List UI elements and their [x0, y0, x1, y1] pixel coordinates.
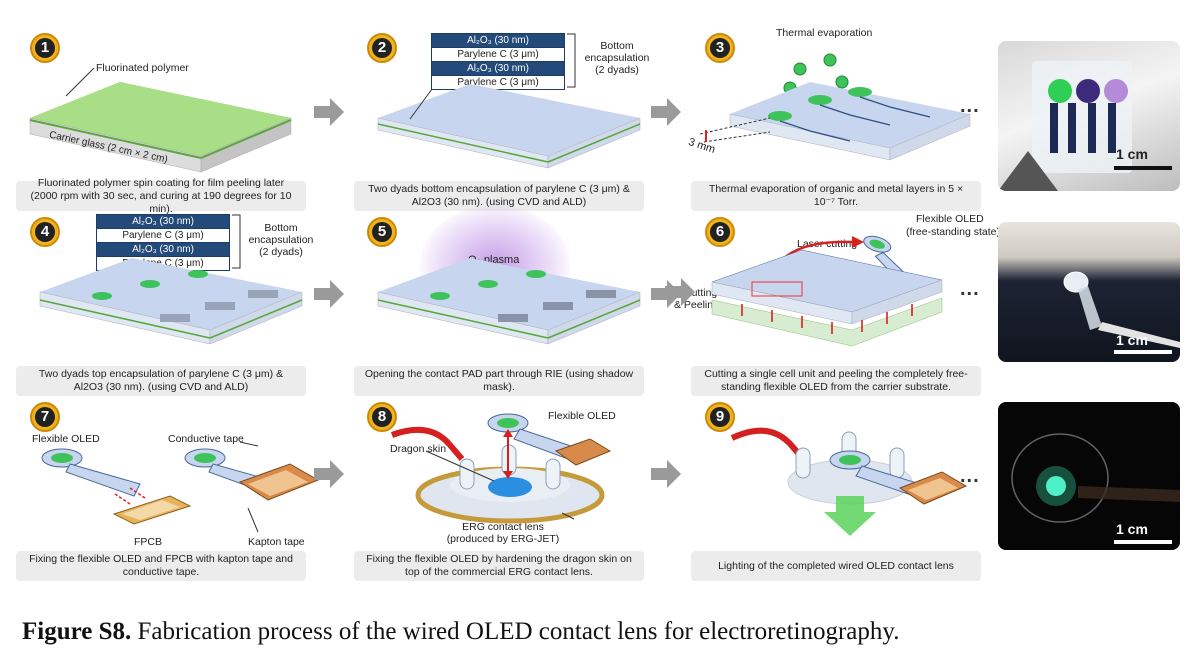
step-2-layer-stack: Al₂O₃ (30 nm) Parylene C (3 μm) Al₂O₃ (3… [431, 33, 565, 90]
photo-lit-contact-lens [998, 402, 1180, 550]
step-8-flexible-oled-label: Flexible OLED [548, 410, 616, 422]
scale-bar-label: 1 cm [1116, 521, 1148, 537]
thermal-evaporation-label: Thermal evaporation [776, 27, 873, 39]
continuation-ellipsis: ... [960, 278, 980, 300]
step-6-badge: 6 [705, 217, 735, 247]
step-3-badge: 3 [705, 33, 735, 63]
peeling-label: & Peeling [674, 299, 719, 311]
step-2-bracket [567, 33, 576, 88]
step-7-badge: 7 [30, 402, 60, 432]
step-5-illustration [377, 258, 641, 345]
step-2-encapsulation-label: Bottom encapsulation (2 dyads) [584, 40, 650, 76]
photo-free-standing-oled [998, 222, 1180, 362]
step-2-illustration [377, 84, 641, 169]
fpcb-label: FPCB [134, 536, 163, 548]
polymer-leader-line [65, 67, 95, 97]
conductive-tape-label: Conductive tape [168, 433, 244, 445]
step-9-caption: Lighting of the completed wired OLED con… [691, 551, 981, 581]
step-5-caption: Opening the contact PAD part through RIE… [354, 366, 644, 396]
step-3-illustration [699, 53, 971, 161]
flow-arrow-icon [651, 460, 681, 488]
free-standing-label: (free-standing state) [906, 226, 1000, 238]
step-4-bracket [232, 214, 241, 269]
flow-arrow-icon [314, 460, 344, 488]
flexible-oled-label: Flexible OLED [916, 213, 984, 225]
step-8-badge: 8 [367, 402, 397, 432]
scale-bar-label: 1 cm [1116, 146, 1148, 162]
figure-caption: Figure S8. Fabrication process of the wi… [22, 618, 900, 646]
figure-caption-text: Fabrication process of the wired OLED co… [131, 618, 900, 645]
step-4-badge: 4 [30, 217, 60, 247]
step-8-caption: Fixing the flexible OLED by hardening th… [354, 551, 644, 581]
dragon-skin-label: Dragon skin [390, 443, 447, 455]
lit-contact-lens-image [1011, 433, 1180, 523]
step-6-caption: Cutting a single cell unit and peeling t… [691, 366, 981, 396]
step-6-illustration [711, 235, 943, 347]
step-3-caption: Thermal evaporation of organic and metal… [691, 181, 981, 211]
step-4-encapsulation-label: Bottom encapsulation (2 dyads) [248, 222, 314, 258]
step-7-flexible-oled-label: Flexible OLED [32, 433, 100, 445]
flow-arrow-icon [651, 98, 681, 126]
step-7-illustration [41, 441, 320, 533]
step-9-illustration [730, 427, 968, 536]
figure-label: Figure S8. [22, 618, 132, 645]
step-2-badge: 2 [367, 33, 397, 63]
step-4-illustration [39, 258, 303, 345]
scale-bar-label: 1 cm [1116, 332, 1148, 348]
cut-peel-arrow-icon [665, 278, 695, 306]
scale-bar [1114, 350, 1172, 354]
step-9-badge: 9 [705, 402, 735, 432]
continuation-ellipsis: ... [960, 95, 980, 117]
flow-arrow-icon [314, 280, 344, 308]
continuation-ellipsis: ... [960, 465, 980, 487]
erg-jet-label: (produced by ERG-JET) [446, 533, 560, 545]
step-2-leader-line [409, 88, 433, 120]
scale-bar [1114, 540, 1172, 544]
oled-array-image [998, 61, 1132, 191]
step-4-caption: Two dyads top encapsulation of parylene … [16, 366, 306, 396]
scale-bar [1114, 166, 1172, 170]
kapton-tape-label: Kapton tape [248, 536, 305, 548]
step-8-illustration [390, 413, 612, 524]
step-1-badge: 1 [30, 33, 60, 63]
step-7-caption: Fixing the flexible OLED and FPCB with k… [16, 551, 306, 581]
step-1-caption: Fluorinated polymer spin coating for fil… [16, 177, 306, 215]
free-standing-oled-image [1063, 271, 1180, 348]
flow-arrow-icon [314, 98, 344, 126]
fluorinated-polymer-label: Fluorinated polymer [96, 62, 189, 74]
step-1-illustration [29, 82, 292, 173]
step-5-badge: 5 [367, 217, 397, 247]
step-4-layer-stack: Al₂O₃ (30 nm) Parylene C (3 μm) Al₂O₃ (3… [96, 214, 230, 271]
erg-contact-lens-label: ERG contact lens [462, 521, 544, 533]
